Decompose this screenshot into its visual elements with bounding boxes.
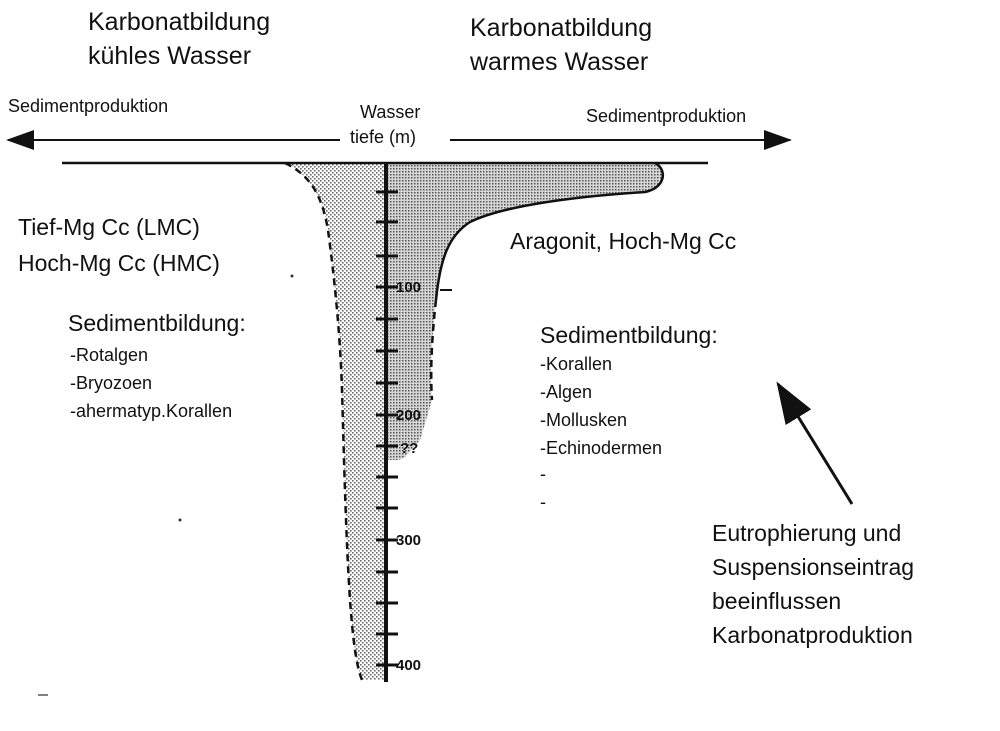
note-line1: Eutrophierung und [712, 520, 902, 546]
cool-sediment-item: -Rotalgen [70, 345, 149, 365]
warm-sediment-item: - [540, 492, 546, 512]
note-line4: Karbonatproduktion [712, 622, 913, 648]
header-warm-line1: Karbonatbildung [470, 14, 653, 42]
note-line3: beeinflussen [712, 588, 842, 614]
sediment-production-right-label: Sedimentproduktion [586, 106, 747, 126]
depth-tick-400: 400 [396, 657, 422, 674]
warm-sediment-item: -Mollusken [540, 410, 628, 430]
header-cool-line1: Karbonatbildung [88, 8, 271, 36]
speck [290, 274, 294, 278]
note-arrow [776, 381, 854, 505]
sediment-production-left-label: Sedimentproduktion [8, 96, 169, 116]
cool-sediment-item: -ahermatyp.Korallen [70, 401, 233, 421]
depth-tick-200: 200 [396, 407, 422, 424]
depth-axis-title-line2: tiefe (m) [350, 127, 417, 147]
warm-sediment-heading: Sedimentbildung: [540, 322, 718, 348]
warm-minerals: Aragonit, Hoch-Mg Cc [510, 228, 737, 254]
header-cool-line2: kühles Wasser [88, 42, 252, 70]
depth-tick-100: 100 [396, 279, 422, 296]
cool-minerals-line1: Tief-Mg Cc (LMC) [18, 214, 200, 240]
cool-sediment-heading: Sedimentbildung: [68, 310, 246, 336]
warm-sediment-item: -Algen [540, 382, 593, 402]
speck [178, 518, 182, 522]
cool-minerals-line2: Hoch-Mg Cc (HMC) [18, 250, 220, 276]
cool-water-region [285, 163, 386, 680]
warm-water-lower-boundary [429, 299, 438, 401]
cool-water-boundary [284, 161, 364, 681]
header-warm-line2: warmes Wasser [470, 48, 649, 76]
warm-sediment-item: -Echinodermen [540, 438, 663, 458]
warm-sediment-item: -Korallen [540, 354, 613, 374]
cool-sediment-item: -Bryozoen [70, 373, 153, 393]
warm-water-boundary [434, 161, 665, 301]
depth-axis-ticks [376, 190, 398, 667]
note-line2: Suspensionseintrag [712, 554, 915, 580]
depth-tick-300: 300 [396, 532, 422, 549]
depth-axis-title-line1: Wasser [360, 102, 421, 122]
warm-water-region [386, 163, 663, 460]
depth-uncertain-label: ?? [400, 440, 419, 457]
warm-sediment-item: - [540, 464, 546, 484]
